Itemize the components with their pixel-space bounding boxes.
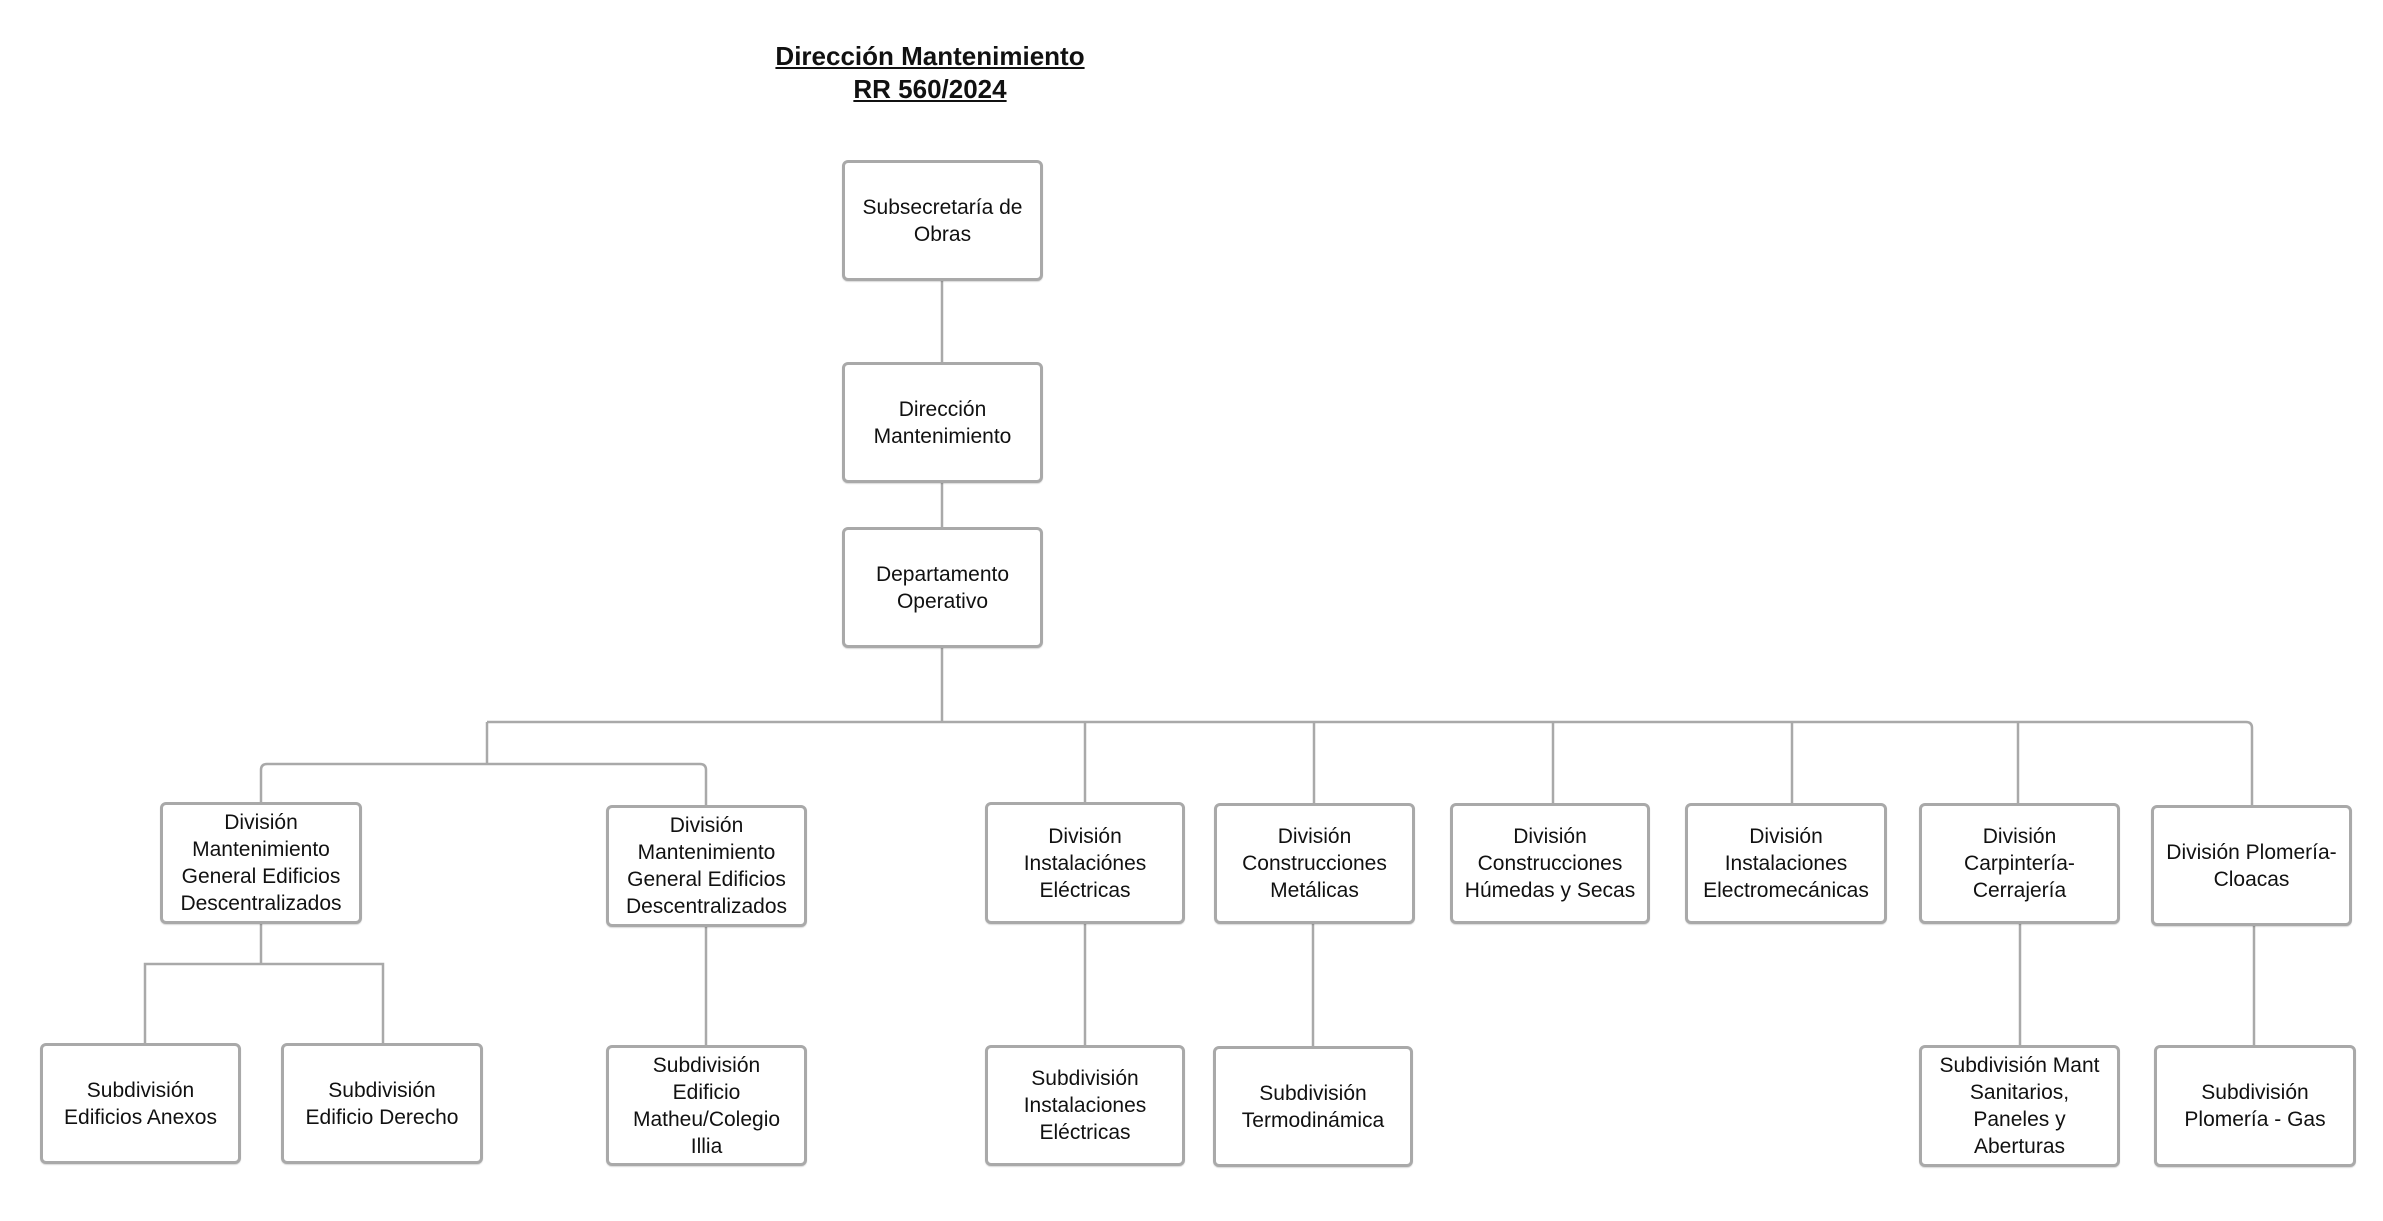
node-division-descentralizados-1: División Mantenimiento General Edificios… xyxy=(160,802,362,924)
node-division-electromecanicas: División Instalaciones Electromecánicas xyxy=(1685,803,1887,924)
node-departamento: Departamento Operativo xyxy=(842,527,1043,648)
node-division-descentralizados-2: División Mantenimiento General Edificios… xyxy=(606,805,807,927)
node-subsecretaria: Subsecretaría de Obras xyxy=(842,160,1043,281)
node-division-construcciones-metalicas: División Construcciones Metálicas xyxy=(1214,803,1415,924)
node-division-instalaciones-electricas: División Instalaciónes Eléctricas xyxy=(985,802,1185,924)
chart-subtitle: RR 560/2024 xyxy=(853,74,1007,104)
node-subdivision-instalaciones-electricas: Subdivisión Instalaciones Eléctricas xyxy=(985,1045,1185,1166)
node-subdivision-matheu: Subdivisión Edificio Matheu/Colegio Illi… xyxy=(606,1045,807,1166)
chart-title: Dirección Mantenimiento xyxy=(775,41,1085,71)
node-subdivision-edificios-anexos: Subdivisión Edificios Anexos xyxy=(40,1043,241,1164)
node-division-construcciones-humedas: División Construcciones Húmedas y Secas xyxy=(1450,803,1650,924)
node-subdivision-termodinamica: Subdivisión Termodinámica xyxy=(1213,1046,1413,1167)
node-subdivision-sanitarios: Subdivisión Mant Sanitarios, Paneles y A… xyxy=(1919,1045,2120,1167)
node-subdivision-edificio-derecho: Subdivisión Edificio Derecho xyxy=(281,1043,483,1164)
node-subdivision-plomeria-gas: Subdivisión Plomería - Gas xyxy=(2154,1045,2356,1167)
node-direccion: Dirección Mantenimiento xyxy=(842,362,1043,483)
node-division-plomeria: División Plomería-Cloacas xyxy=(2151,805,2352,926)
node-division-carpinteria: División Carpintería-Cerrajería xyxy=(1919,803,2120,924)
